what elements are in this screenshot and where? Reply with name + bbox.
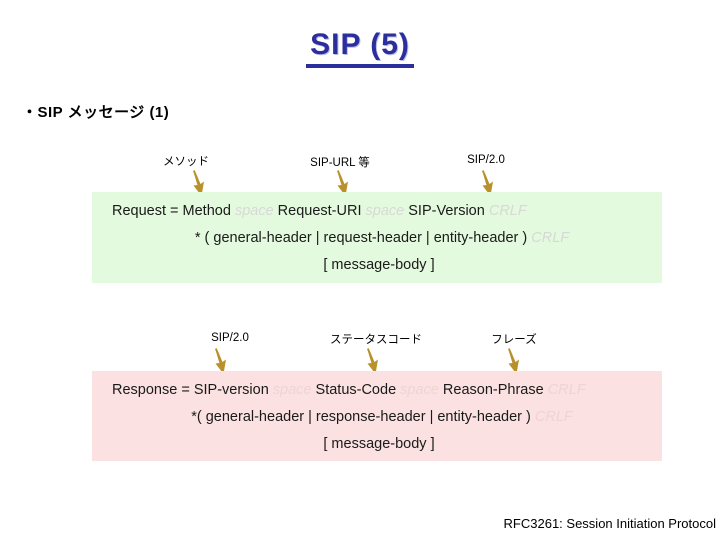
response-line2-crlf: CRLF (534, 409, 573, 425)
response-line1-t1: Response = SIP-version (112, 382, 273, 398)
label-sip-version: SIP/2.0 (467, 154, 505, 166)
response-line-3: [ message-body ] (100, 431, 654, 458)
request-line1-crlf: CRLF (488, 203, 527, 219)
response-line-1: Response = SIP-version space Status-Code… (100, 377, 654, 404)
response-line1-crlf: CRLF (547, 382, 586, 398)
response-line-2: *( general-header | response-header | en… (100, 404, 654, 431)
response-line1-t3: Reason-Phrase (438, 382, 548, 398)
label-sip-version-resp: SIP/2.0 (211, 332, 249, 344)
request-line3-t1: [ message-body ] (323, 257, 435, 273)
down-arrow-icon (504, 346, 526, 376)
request-line-3: [ message-body ] (100, 252, 654, 279)
down-arrow-icon (189, 168, 211, 198)
footer-reference: RFC3261: Session Initiation Protocol (503, 516, 716, 531)
label-reason-phrase: フレーズ (491, 334, 537, 346)
request-syntax-block: Request = Method space Request-URI space… (92, 192, 662, 283)
down-arrow-icon (333, 168, 355, 198)
request-line1-t1: Request = Method (112, 203, 235, 219)
request-line1-space-1: space (234, 203, 274, 219)
response-line1-t2: Status-Code (311, 382, 401, 398)
response-line3-t1: [ message-body ] (323, 436, 435, 452)
request-line1-t3: SIP-Version (404, 203, 489, 219)
response-line2-t1: *( general-header | response-header | en… (191, 409, 535, 425)
response-line1-space-2: space (400, 382, 439, 398)
label-sip-url: SIP-URL 等 (310, 157, 370, 169)
section-heading: ・SIP メッセージ (1) (22, 104, 170, 121)
down-arrow-icon (363, 346, 385, 376)
down-arrow-icon (478, 168, 500, 198)
response-syntax-block: Response = SIP-version space Status-Code… (92, 371, 662, 461)
down-arrow-icon (211, 346, 233, 376)
page-title: SIP (5) (0, 28, 720, 68)
request-line-1: Request = Method space Request-URI space… (100, 198, 654, 225)
request-line1-space-2: space (365, 203, 405, 219)
request-line2-t1: * ( general-header | request-header | en… (194, 230, 532, 246)
request-line-2: * ( general-header | request-header | en… (100, 225, 654, 252)
label-method: メソッド (163, 156, 209, 168)
response-line1-space-1: space (272, 382, 312, 398)
request-line1-t2: Request-URI (273, 203, 366, 219)
label-status-code: ステータスコード (330, 334, 422, 346)
request-line2-crlf: CRLF (531, 230, 570, 246)
page-title-text: SIP (5) (306, 28, 414, 68)
